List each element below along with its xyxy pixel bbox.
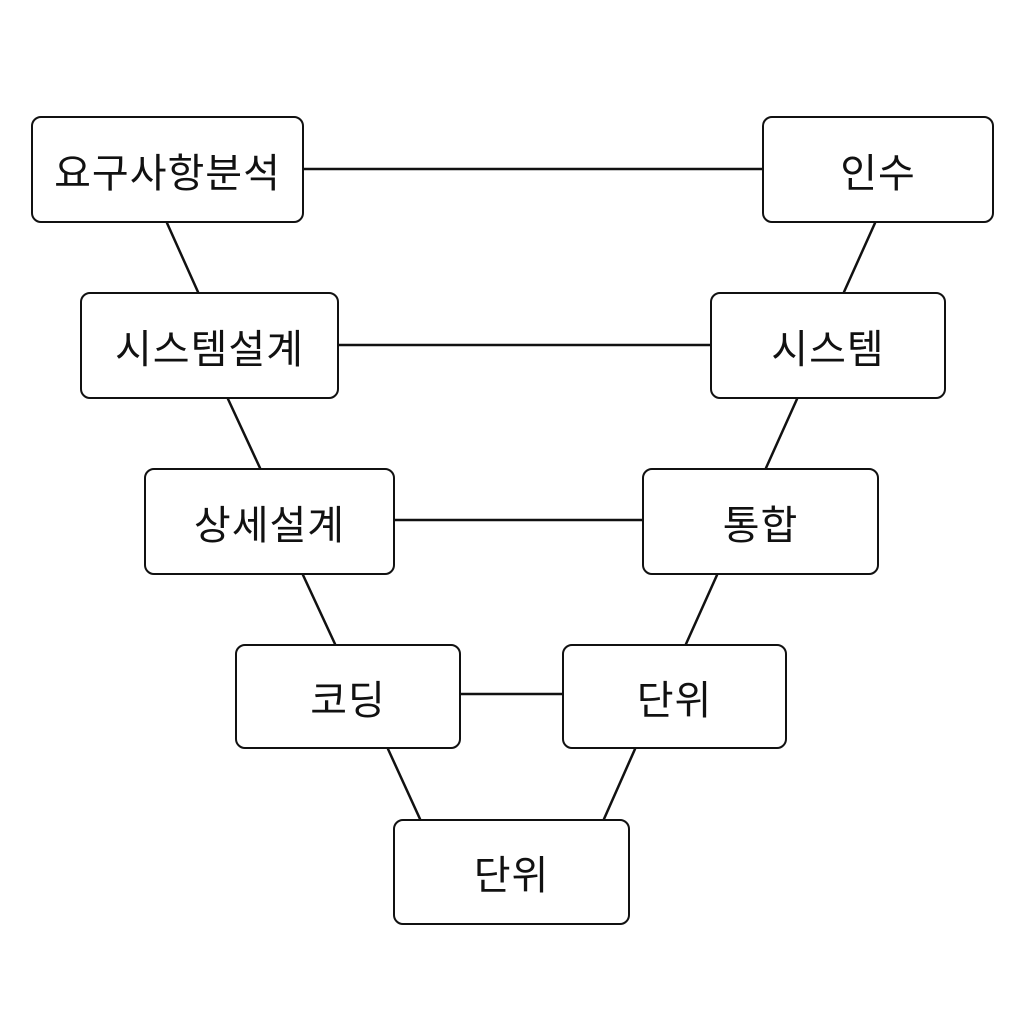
connector-unit-bottom-unit [602,747,637,821]
connector-coding-unit-bottom [386,747,422,821]
connector-integration-system [764,397,799,470]
connector-requirements-systemdesign [165,221,200,294]
acceptance-test-label: 인수 [840,150,916,197]
coding-box: 코딩 [235,644,461,749]
acceptance-test-box: 인수 [762,116,994,223]
unit-bottom-label: 단위 [473,853,550,899]
unit-test-box: 단위 [562,644,787,749]
detailed-design-label: 상세설계 [193,502,346,549]
integration-test-box: 통합 [642,468,879,575]
connector-detaileddesign-coding [301,573,337,646]
integration-test-label: 통합 [722,502,799,549]
system-test-box: 시스템 [710,292,946,399]
connector-unit-integration [684,573,719,646]
connector-systemdesign-detaileddesign [226,397,262,470]
requirements-analysis-box: 요구사항분석 [31,116,304,223]
coding-label: 코딩 [310,677,386,724]
unit-bottom-box: 단위 [393,819,630,925]
system-design-label: 시스템설계 [115,326,304,373]
system-design-box: 시스템설계 [80,292,339,399]
detailed-design-box: 상세설계 [144,468,395,575]
system-test-label: 시스템 [771,326,885,373]
connector-system-acceptance [842,221,877,294]
requirements-analysis-label: 요구사항분석 [54,150,281,197]
unit-test-label: 단위 [636,677,713,724]
